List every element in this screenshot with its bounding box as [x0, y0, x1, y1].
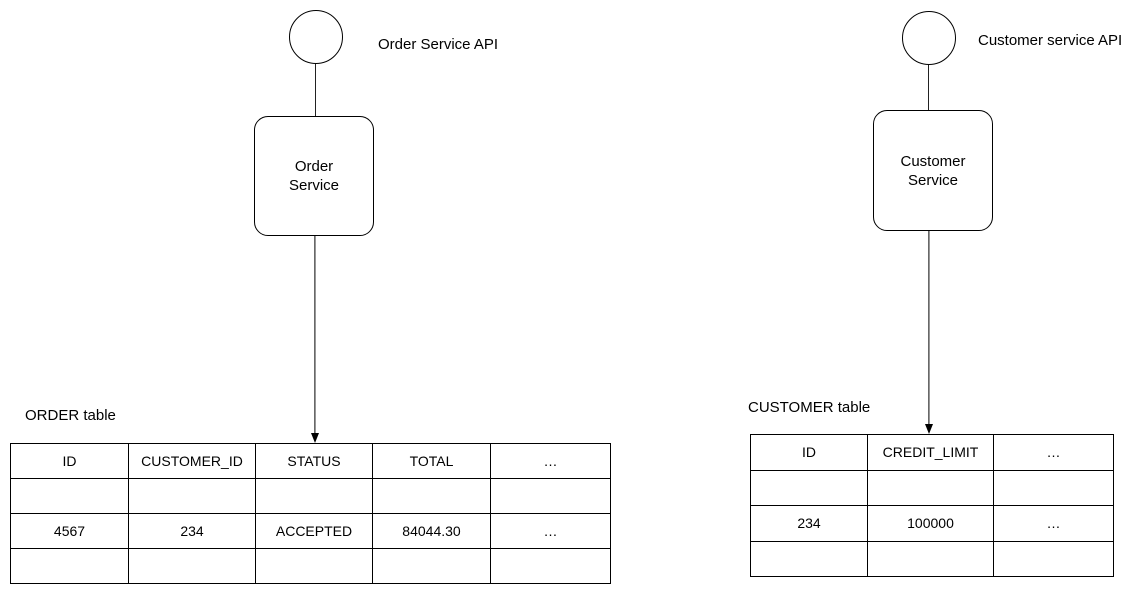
order-table-cell: 4567	[10, 513, 129, 549]
customer-api-circle-icon	[902, 11, 956, 65]
order-table-header-cell: CUSTOMER_ID	[128, 443, 256, 479]
order-table-cell	[128, 478, 256, 514]
customer-api-to-service-connector	[928, 65, 930, 110]
order-api-circle-icon	[289, 10, 343, 64]
customer-table-cell	[993, 540, 1114, 577]
order-table-cell: ACCEPTED	[255, 513, 373, 549]
customer-table-title: CUSTOMER table	[748, 399, 871, 416]
customer-table-cell: …	[993, 505, 1114, 542]
customer-api-label: Customer service API	[978, 32, 1123, 49]
order-table-header-row: ID CUSTOMER_ID STATUS TOTAL …	[10, 443, 611, 479]
order-service-to-table-arrow	[310, 236, 320, 443]
order-table-cell	[372, 548, 491, 584]
order-api-to-service-connector	[315, 64, 317, 117]
arrow-head-icon	[925, 424, 933, 434]
order-table-cell: 84044.30	[372, 513, 491, 549]
order-table-header-cell: TOTAL	[372, 443, 491, 479]
customer-service-box: Customer Service	[873, 110, 993, 231]
order-table-row	[10, 548, 611, 584]
customer-table-row	[750, 469, 1114, 506]
order-table-row: 4567 234 ACCEPTED 84044.30 …	[10, 513, 611, 549]
order-table-cell	[255, 548, 373, 584]
customer-table-cell	[867, 540, 994, 577]
customer-table-row	[750, 540, 1114, 577]
order-table: ID CUSTOMER_ID STATUS TOTAL … 4567 234 A…	[10, 443, 611, 584]
order-table-row	[10, 478, 611, 514]
order-table-cell: …	[490, 513, 611, 549]
customer-table-header-cell: ID	[750, 434, 868, 471]
customer-table-header-cell: …	[993, 434, 1114, 471]
order-api-label: Order Service API	[378, 36, 499, 53]
customer-table-cell	[750, 469, 868, 506]
customer-service-to-table-arrow	[924, 231, 934, 434]
order-table-cell	[255, 478, 373, 514]
order-table-cell	[490, 548, 611, 584]
order-table-header-cell: …	[490, 443, 611, 479]
customer-table-row: 234 100000 …	[750, 505, 1114, 542]
order-service-box: Order Service	[254, 116, 374, 236]
customer-table-cell: 100000	[867, 505, 994, 542]
order-table-title: ORDER table	[25, 407, 116, 424]
order-table-cell	[372, 478, 491, 514]
customer-table-header-row: ID CREDIT_LIMIT …	[750, 434, 1114, 471]
customer-table: ID CREDIT_LIMIT … 234 100000 …	[750, 434, 1114, 577]
customer-table-cell	[867, 469, 994, 506]
order-table-cell	[490, 478, 611, 514]
order-table-cell: 234	[128, 513, 256, 549]
customer-table-cell	[993, 469, 1114, 506]
customer-table-header-cell: CREDIT_LIMIT	[867, 434, 994, 471]
customer-table-cell	[750, 540, 868, 577]
arrow-head-icon	[311, 433, 319, 443]
order-table-header-cell: STATUS	[255, 443, 373, 479]
order-table-cell	[10, 478, 129, 514]
order-table-cell	[128, 548, 256, 584]
order-table-cell	[10, 548, 129, 584]
customer-table-cell: 234	[750, 505, 868, 542]
order-service-label: Order Service	[288, 158, 340, 194]
order-table-header-cell: ID	[10, 443, 129, 479]
customer-service-label: Customer Service	[900, 152, 966, 189]
